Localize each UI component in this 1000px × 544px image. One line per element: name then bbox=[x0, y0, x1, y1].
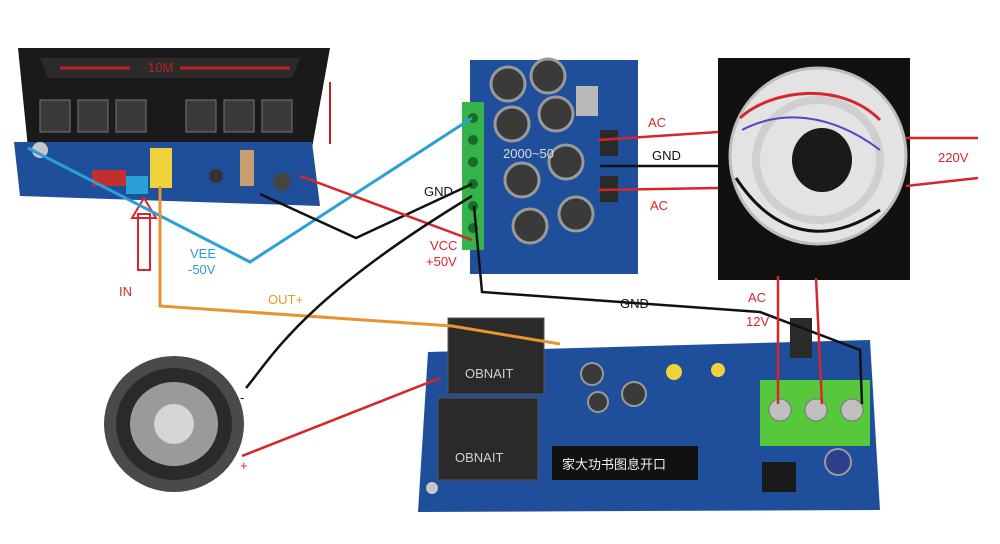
label-ac-top: AC bbox=[648, 115, 666, 130]
bridge-rectifier-1 bbox=[600, 130, 618, 156]
psu-cap-1 bbox=[489, 65, 527, 103]
wire-out-plus bbox=[158, 186, 561, 346]
transistor-2 bbox=[77, 99, 109, 133]
amp-capacitor bbox=[273, 173, 291, 191]
terminal-screw-4 bbox=[468, 179, 478, 189]
relay-2-brand: OBNAIT bbox=[455, 450, 503, 465]
in-arrow-head bbox=[130, 196, 158, 219]
label-gnd-top: GND bbox=[652, 148, 681, 163]
amplifier-board: 10M bbox=[14, 48, 331, 206]
protect-regulator bbox=[790, 318, 812, 358]
label-in: IN bbox=[119, 284, 132, 299]
heatsink-top-face bbox=[40, 58, 300, 78]
psu-cap-7 bbox=[511, 207, 549, 245]
wire-ac-bottom bbox=[597, 186, 719, 192]
wire-speaker-minus bbox=[245, 194, 473, 389]
protect-mount-hole bbox=[426, 482, 438, 494]
psu-cap-6 bbox=[547, 143, 585, 181]
psu-cap-2 bbox=[529, 57, 567, 95]
transformer-winding-inner bbox=[752, 96, 884, 224]
protect-terminal-screw-3 bbox=[840, 398, 864, 422]
label-out-plus: OUT+ bbox=[268, 292, 303, 307]
wire-ac-top bbox=[597, 130, 719, 142]
protect-terminal-screw-1 bbox=[768, 398, 792, 422]
protect-cap-blue bbox=[824, 448, 852, 476]
speaker bbox=[104, 356, 244, 492]
transistor-5 bbox=[223, 99, 255, 133]
psu-board-mark: 2000~50 bbox=[503, 146, 554, 161]
input-capacitor bbox=[150, 148, 172, 188]
protect-cap-1 bbox=[580, 362, 604, 386]
protect-cap-3 bbox=[621, 381, 647, 407]
terminal-screw-3 bbox=[468, 157, 478, 167]
protect-cap-yellow-1 bbox=[666, 364, 682, 380]
label-speaker-minus: - bbox=[240, 390, 244, 405]
label-ac-12v-value: 12V bbox=[746, 314, 769, 329]
rectifier-heatsink bbox=[576, 86, 598, 116]
psu-cap-4 bbox=[537, 95, 575, 133]
protect-cap-yellow-2 bbox=[711, 363, 725, 377]
relay-2 bbox=[437, 397, 539, 481]
label-vee: VEE bbox=[190, 246, 216, 261]
wire-gnd-protect bbox=[472, 205, 864, 405]
toroidal-transformer bbox=[718, 58, 910, 280]
wires bbox=[27, 116, 979, 458]
psu-terminal-block bbox=[462, 102, 484, 250]
psu-cap-8 bbox=[557, 195, 595, 233]
protect-board-label-area bbox=[552, 446, 698, 480]
amp-mount-hole bbox=[32, 142, 48, 158]
transistor-1 bbox=[39, 99, 71, 133]
transistor-6 bbox=[261, 99, 293, 133]
in-arrow-shaft bbox=[137, 213, 151, 271]
heatsink-mark: 10M bbox=[148, 60, 173, 75]
wire-vee bbox=[27, 116, 473, 264]
wire-mains-2 bbox=[905, 176, 979, 188]
film-capacitor bbox=[92, 170, 126, 186]
label-gnd-mid: GND bbox=[620, 296, 649, 311]
protect-ic bbox=[762, 462, 796, 492]
protect-board-text: 家大功书图息开口 bbox=[562, 457, 666, 472]
input-terminal bbox=[126, 176, 148, 194]
transformer-lead-black bbox=[734, 177, 881, 233]
label-vcc-value: +50V bbox=[426, 254, 457, 269]
wire-gnd-amp bbox=[259, 182, 473, 240]
input-arrow bbox=[130, 196, 158, 271]
psu-board: 2000~50 bbox=[462, 57, 638, 274]
relay-1 bbox=[447, 317, 545, 395]
psu-cap-5 bbox=[503, 161, 541, 199]
terminal-screw-5 bbox=[468, 201, 478, 211]
label-mains: 220V bbox=[938, 150, 969, 165]
speaker-dustcap bbox=[154, 404, 194, 444]
terminal-screw-2 bbox=[468, 135, 478, 145]
label-vcc: VCC bbox=[430, 238, 457, 253]
label-gnd-left: GND bbox=[424, 184, 453, 199]
label-ac-bottom: AC bbox=[650, 198, 668, 213]
protection-board: OBNAIT OBNAIT 家大功书图息开口 bbox=[418, 317, 880, 512]
label-vee-value: -50V bbox=[188, 262, 216, 277]
transformer-lead-red bbox=[738, 91, 882, 122]
wire-vcc bbox=[299, 174, 473, 242]
psu-cap-3 bbox=[493, 105, 531, 143]
label-speaker-plus: + bbox=[240, 458, 248, 473]
transformer-lead-blue bbox=[741, 116, 881, 151]
transistor-4 bbox=[185, 99, 217, 133]
wire-speaker-plus bbox=[241, 376, 441, 458]
transistor-3 bbox=[115, 99, 147, 133]
label-ac-12v: AC bbox=[748, 290, 766, 305]
transformer-center bbox=[792, 128, 852, 192]
amp-resistor bbox=[240, 150, 254, 186]
protect-terminal-screw-2 bbox=[804, 398, 828, 422]
amp-capacitor-2 bbox=[209, 169, 223, 183]
wire-ac-12v-2 bbox=[814, 277, 824, 405]
relay-1-brand: OBNAIT bbox=[465, 366, 513, 381]
protect-cap-2 bbox=[587, 391, 609, 413]
